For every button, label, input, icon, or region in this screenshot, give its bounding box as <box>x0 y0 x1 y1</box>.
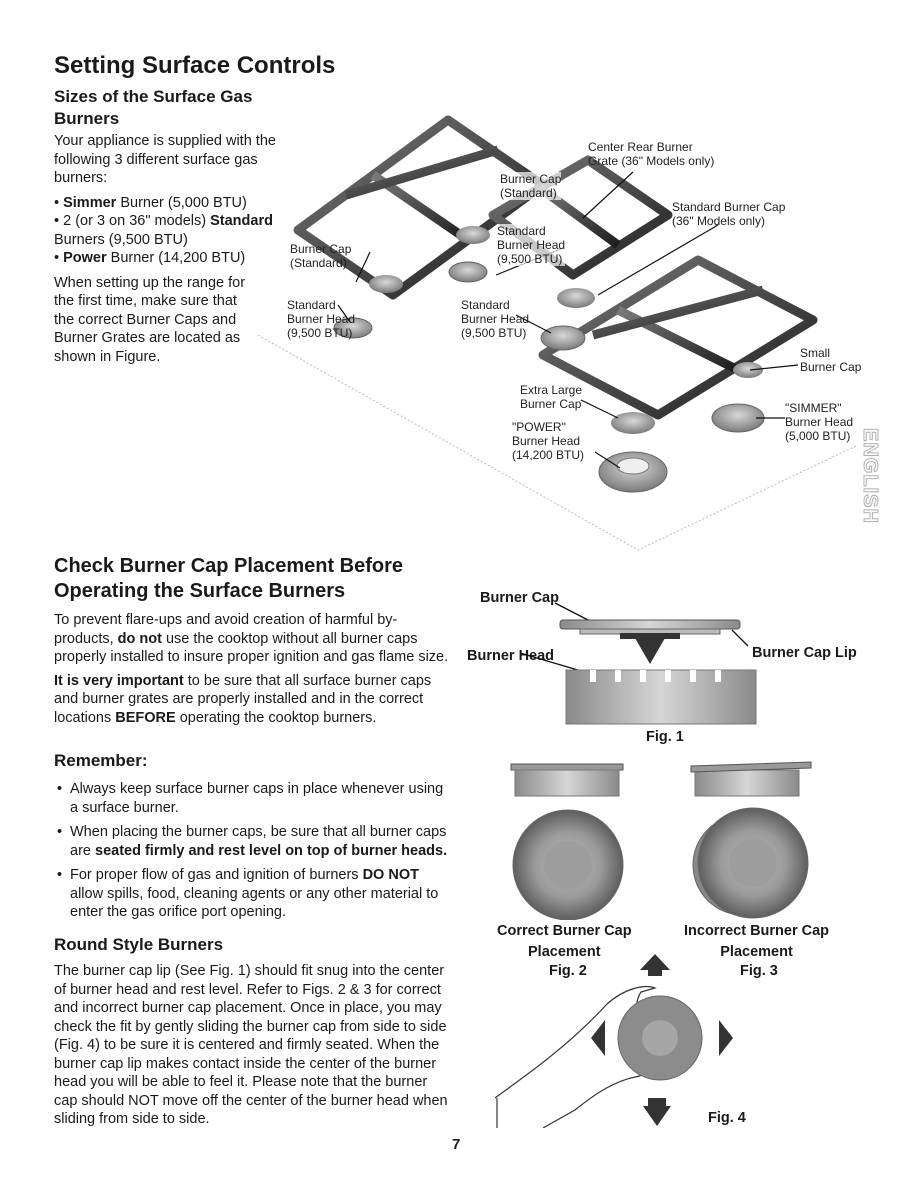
burner-size-list: • Simmer Burner (5,000 BTU) • 2 (or 3 on… <box>54 194 284 268</box>
fig3-incorrect <box>690 761 812 919</box>
label-small-cap: Small Burner Cap <box>800 346 862 374</box>
fig2-title: Correct Burner Cap Placement <box>497 923 632 960</box>
setup-text: When setting up the range for the first … <box>54 274 246 365</box>
label-simmer: "SIMMER" Burner Head (5,000 BTU) <box>785 401 854 443</box>
label-std-cap-36: Standard Burner Cap (36" Models only) <box>672 200 786 228</box>
fig2-fig3-diagram <box>510 761 812 920</box>
label-std-head-mid: Standard Burner Head (9,500 BTU) <box>497 224 566 266</box>
sizes-section: Sizes of the Surface Gas Burners Your ap… <box>54 86 284 366</box>
remember-list: Always keep surface burner caps in place… <box>54 780 454 922</box>
fig3-title: Incorrect Burner Cap Placement <box>684 923 830 960</box>
label-center-rear: Center Rear Burner Grate (36" Models onl… <box>588 140 715 168</box>
page-number: 7 <box>452 1136 461 1153</box>
list-item: • Power Burner (14,200 BTU) <box>54 250 246 266</box>
fig4-diagram <box>495 954 733 1128</box>
standard-cap <box>369 275 403 293</box>
check-paragraph-2: It is very important to be sure that all… <box>54 672 432 726</box>
fig3-caption: Fig. 3 <box>740 963 778 979</box>
list-item: • 2 (or 3 on 36" models) Standard Burner… <box>54 213 273 248</box>
check-heading: Check Burner Cap Placement Before Operat… <box>54 555 404 602</box>
page-title: Setting Surface Controls <box>54 52 336 79</box>
up-arrow-icon <box>640 954 670 970</box>
right-grate <box>538 255 818 420</box>
standard-cap-36 <box>557 288 595 308</box>
fig2-correct <box>510 763 624 920</box>
round-text: The burner cap lip (See Fig. 1) should f… <box>54 963 448 1127</box>
fig1-diagram <box>519 602 757 725</box>
right-arrow-icon <box>719 1020 733 1056</box>
left-arrow-icon <box>591 1020 605 1056</box>
check-paragraph-1: To prevent flare-ups and avoid creation … <box>54 612 449 665</box>
standard-cap <box>456 226 490 244</box>
extra-large-cap <box>611 412 655 434</box>
standard-head <box>333 317 373 339</box>
round-heading: Round Style Burners <box>54 935 224 954</box>
label-burner-cap-std-top: Burner Cap (Standard) <box>500 172 562 200</box>
label-std-head-left: Standard Burner Head (9,500 BTU) <box>287 298 356 340</box>
standard-head <box>540 325 586 351</box>
label-burner-cap-std-left: Burner Cap (Standard) <box>290 242 352 270</box>
list-item: When placing the burner caps, be sure th… <box>54 823 454 860</box>
fig1-cap <box>559 619 741 630</box>
sizes-intro: Your appliance is supplied with the foll… <box>54 133 276 186</box>
remember-section: Remember: Always keep surface burner cap… <box>54 750 454 924</box>
fig4-caption: Fig. 4 <box>708 1110 746 1126</box>
fig1-burner-cap-label: Burner Cap <box>480 590 559 606</box>
list-item: For proper flow of gas and ignition of b… <box>54 866 454 922</box>
fig1-cap-lip-label: Burner Cap Lip <box>752 645 857 661</box>
down-arrow-icon <box>635 638 665 664</box>
label-extra-large-cap: Extra Large Burner Cap <box>520 383 583 411</box>
standard-head <box>448 261 488 283</box>
round-section: Round Style Burners The burner cap lip (… <box>54 934 454 1129</box>
label-std-head-center: Standard Burner Head (9,500 BTU) <box>461 298 530 340</box>
list-item: • Simmer Burner (5,000 BTU) <box>54 194 247 211</box>
list-item: Always keep surface burner caps in place… <box>54 780 454 817</box>
fig1-burner-head-label: Burner Head <box>467 648 555 664</box>
fig2-caption: Fig. 2 <box>549 963 587 979</box>
sizes-heading: Sizes of the Surface Gas Burners <box>54 87 253 128</box>
down-arrow-icon <box>643 1106 671 1126</box>
label-power: "POWER" Burner Head (14,200 BTU) <box>512 420 585 462</box>
fig1-caption: Fig. 1 <box>646 729 684 745</box>
remember-heading: Remember: <box>54 751 148 770</box>
fig1-head <box>565 669 757 725</box>
language-tab: ENGLISH <box>859 428 882 525</box>
small-cap <box>733 362 763 378</box>
check-section: Check Burner Cap Placement Before Operat… <box>54 554 454 727</box>
